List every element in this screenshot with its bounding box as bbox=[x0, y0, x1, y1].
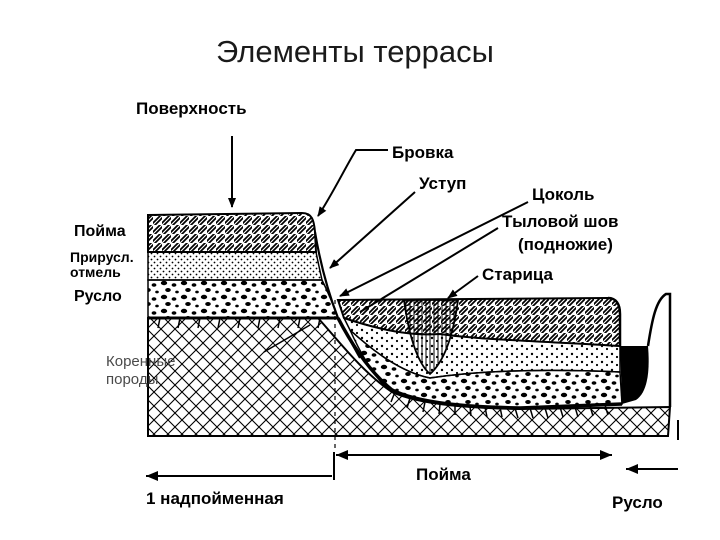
label-floodplain-bottom: Пойма bbox=[416, 465, 471, 484]
label-bedrock-1: Коренные bbox=[106, 353, 176, 370]
ledge-pointer bbox=[329, 191, 416, 269]
oxbow-pointer bbox=[447, 275, 479, 299]
label-brow: Бровка bbox=[392, 143, 454, 162]
label-surface: Поверхность bbox=[136, 99, 247, 118]
range-arrows bbox=[146, 450, 678, 481]
bedrock-pointer bbox=[263, 324, 311, 353]
label-ledge: Уступ bbox=[419, 174, 467, 193]
terrace-pebble-layer bbox=[147, 279, 340, 319]
label-bedrock-2: породы bbox=[106, 371, 159, 388]
label-first-terrace: 1 надпойменная bbox=[146, 489, 284, 508]
rear-seam-pointer bbox=[359, 227, 499, 313]
oxbow-lake bbox=[402, 299, 460, 376]
terrace-sand-layer bbox=[147, 251, 323, 281]
label-rear-seam-sub: (подножие) bbox=[518, 235, 613, 254]
label-plinth: Цоколь bbox=[532, 185, 595, 204]
label-floodplain-left: Пойма bbox=[74, 223, 126, 240]
terrace-floodplain-layer bbox=[147, 211, 318, 253]
label-rear-seam: Тыловой шов bbox=[502, 212, 619, 231]
label-shoal-1: Прирусл. bbox=[70, 249, 134, 265]
label-shoal-2: отмель bbox=[70, 264, 121, 280]
diagram-title: Элементы террасы bbox=[216, 34, 494, 69]
label-channel-left: Русло bbox=[74, 288, 122, 305]
pointer-lines bbox=[228, 136, 529, 353]
label-channel-bottom: Русло bbox=[612, 493, 663, 512]
alluvium-base bbox=[157, 317, 623, 419]
label-oxbow: Старица bbox=[482, 265, 554, 284]
plinth-pointer bbox=[339, 201, 529, 297]
brow-pointer bbox=[317, 149, 388, 217]
river-channel bbox=[607, 292, 679, 440]
